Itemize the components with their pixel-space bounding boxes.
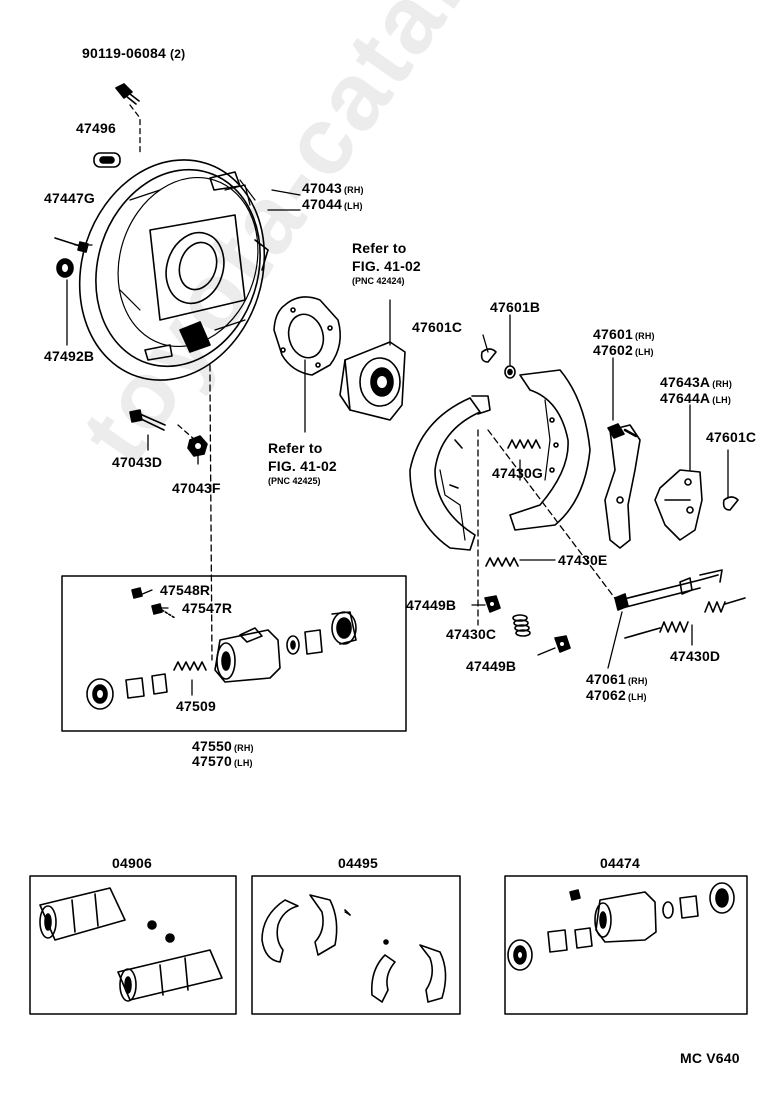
label-47061: 47061(RH) xyxy=(586,671,648,687)
clip-icon xyxy=(480,348,497,363)
strut-icon xyxy=(614,569,723,611)
brake-shoe-leading-icon xyxy=(409,395,491,551)
spring-d-icon xyxy=(624,597,746,639)
hold-down-pin-icon xyxy=(484,595,501,613)
label-47430D: 47430D xyxy=(670,648,721,664)
kit-04906-icon xyxy=(39,887,223,1002)
label-47043D: 47043D xyxy=(112,454,163,470)
label-47644A: 47644A(LH) xyxy=(660,390,732,406)
nut-icon xyxy=(187,435,208,457)
spring-c-icon xyxy=(512,614,531,637)
label-47430G: 47430G xyxy=(492,465,544,481)
plug-icon xyxy=(93,152,121,168)
label-47570: 47570(LH) xyxy=(192,753,253,769)
backing-plate-icon xyxy=(78,159,269,381)
label-47044: 47044(LH) xyxy=(302,196,363,212)
kit-04495-icon xyxy=(261,894,447,1003)
washer-icon xyxy=(504,365,516,379)
label-47550: 47550(RH) xyxy=(192,738,254,754)
label-47430E: 47430E xyxy=(558,552,608,568)
label-47430C: 47430C xyxy=(446,626,497,642)
ref-top-line2: FIG. 41-02 xyxy=(352,258,421,274)
parking-lever-icon xyxy=(604,423,641,549)
label-47602: 47602(LH) xyxy=(593,342,654,358)
bearing-retainer-icon xyxy=(339,341,406,421)
adjuster-plate-icon xyxy=(654,469,703,541)
label-47601B: 47601B xyxy=(490,299,541,315)
label-kit-04495: 04495 xyxy=(338,855,378,871)
label-47509: 47509 xyxy=(176,698,216,714)
spring-e-icon xyxy=(485,557,519,567)
bolt-icon xyxy=(115,83,140,105)
label-47449B: 47449B xyxy=(406,597,457,613)
ref-bottom-line2: FIG. 41-02 xyxy=(268,458,337,474)
label-90119-06084: 90119-06084 (2) xyxy=(82,45,186,61)
ref-bottom-line1: Refer to xyxy=(268,440,323,456)
clip-icon-right xyxy=(722,496,739,511)
bleeder-cap-icon xyxy=(56,258,74,278)
label-47548R: 47548R xyxy=(160,582,211,598)
kit-04474-icon xyxy=(507,882,735,971)
label-47043F: 47043F xyxy=(172,480,221,496)
label-kit-04474: 04474 xyxy=(600,855,640,871)
spring-g-icon xyxy=(507,439,541,449)
hub-bolt-icon xyxy=(129,409,166,431)
label-47601C-right: 47601C xyxy=(706,429,757,445)
bleeder-screw-icon xyxy=(54,237,89,253)
ref-top-line3: (PNC 42424) xyxy=(352,276,405,286)
gasket-icon xyxy=(273,296,341,376)
brake-shoe-trailing-icon xyxy=(509,369,591,531)
ref-bottom-line3: (PNC 42425) xyxy=(268,476,321,486)
wheel-cylinder-parts-icon xyxy=(86,587,357,710)
label-47601: 47601(RH) xyxy=(593,326,655,342)
label-47601C: 47601C xyxy=(412,319,463,335)
label-47496: 47496 xyxy=(76,120,116,136)
hold-down-cup-icon xyxy=(554,635,571,653)
wheel-cylinder-box xyxy=(61,575,407,732)
kit-boxes xyxy=(29,875,748,1015)
label-47643A: 47643A(RH) xyxy=(660,374,733,390)
label-47447G: 47447G xyxy=(44,190,96,206)
label-47062: 47062(LH) xyxy=(586,687,647,703)
label-47547R: 47547R xyxy=(182,600,233,616)
figure-code: MC V640 xyxy=(680,1050,740,1066)
label-47492B: 47492B xyxy=(44,348,95,364)
ref-top-line1: Refer to xyxy=(352,240,407,256)
label-47449B-lower: 47449B xyxy=(466,658,517,674)
label-kit-04906: 04906 xyxy=(112,855,152,871)
label-47043: 47043(RH) xyxy=(302,180,364,196)
